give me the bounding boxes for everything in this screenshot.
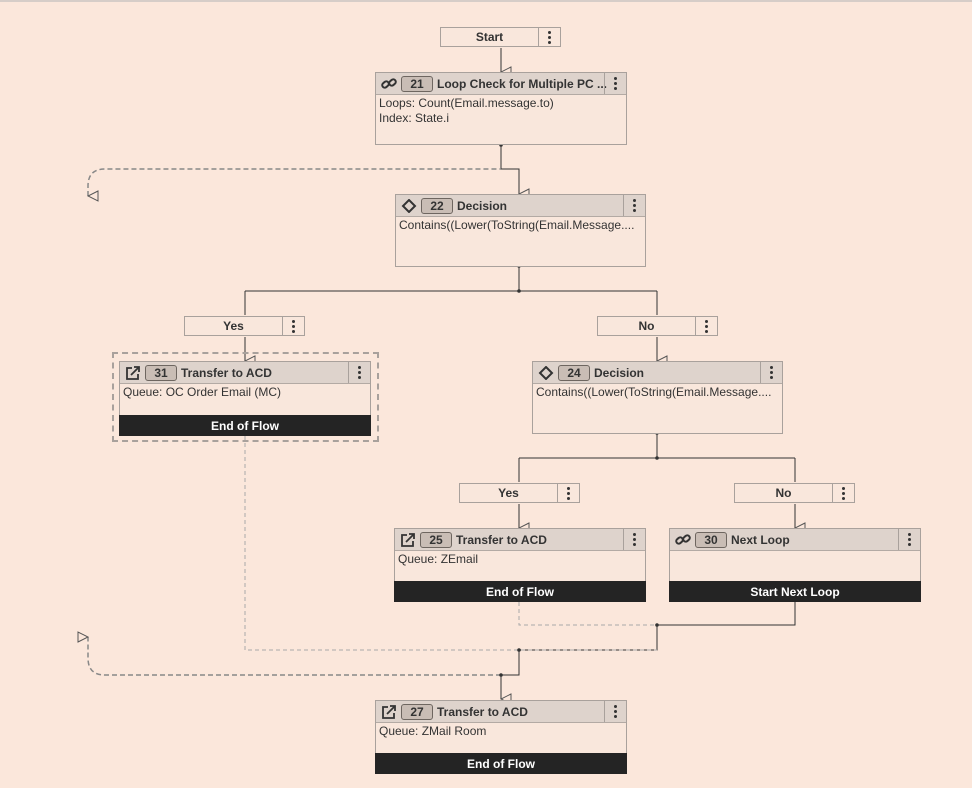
transfer-icon [382, 704, 396, 719]
dashed-edge-31 [244, 436, 657, 651]
transfer-icon [126, 365, 140, 380]
node-menu-icon[interactable] [604, 701, 626, 722]
branch-label: Yes [223, 319, 244, 333]
node-number: 21 [401, 75, 433, 92]
start-menu-icon[interactable] [538, 28, 560, 46]
node-number: 30 [695, 531, 727, 548]
start-label: Start [475, 30, 504, 44]
transfer-icon [401, 532, 415, 547]
branch-label: No [638, 319, 655, 333]
start-node[interactable]: Start [440, 27, 561, 47]
node-title: Loop Check for Multiple PC ... [437, 76, 608, 91]
node-menu-icon[interactable] [623, 529, 645, 550]
node-22-decision[interactable]: 22 Decision Contains((Lower(ToString(Ema… [395, 194, 646, 267]
node-menu-icon[interactable] [623, 195, 645, 216]
node-21-loop[interactable]: 21 Loop Check for Multiple PC ... Loops:… [375, 72, 627, 145]
loop-back-upper [88, 168, 501, 196]
node-footer: End of Flow [119, 415, 371, 436]
node-number: 27 [401, 703, 433, 720]
node-title: Next Loop [731, 532, 790, 547]
node-menu-icon[interactable] [760, 362, 782, 383]
node-detail-line: Contains((Lower(ToString(Email.Message..… [536, 385, 772, 399]
decision-icon [401, 198, 417, 213]
branch-no-24[interactable]: No [734, 483, 855, 503]
top-divider [0, 0, 972, 2]
branch-yes-24[interactable]: Yes [459, 483, 580, 503]
node-number: 25 [420, 531, 452, 548]
branch-yes-22[interactable]: Yes [184, 316, 305, 336]
node-number: 31 [145, 364, 177, 381]
decision-icon [538, 365, 554, 380]
branch-label: Yes [498, 486, 519, 500]
node-number: 24 [558, 364, 590, 381]
node-detail-line: Index: State.i [379, 111, 450, 125]
branch-menu-icon[interactable] [832, 484, 854, 502]
branch-menu-icon[interactable] [282, 317, 304, 335]
node-27-transfer[interactable]: 27 Transfer to ACD Queue: ZMail Room End… [375, 700, 627, 774]
node-menu-icon[interactable] [604, 73, 626, 94]
node-detail-line: Queue: ZEmail [398, 552, 479, 566]
node-title: Transfer to ACD [456, 532, 547, 547]
node-detail-line: Loops: Count(Email.message.to) [379, 96, 554, 110]
node-title: Decision [594, 365, 645, 380]
branch-menu-icon[interactable] [695, 317, 717, 335]
node-title: Decision [457, 198, 508, 213]
node-menu-icon[interactable] [348, 362, 370, 383]
dashed-edge-25 [518, 602, 657, 626]
node-25-transfer[interactable]: 25 Transfer to ACD Queue: ZEmail End of … [394, 528, 646, 602]
branch-menu-icon[interactable] [557, 484, 579, 502]
node-title: Transfer to ACD [181, 365, 272, 380]
node-30-next-loop[interactable]: 30 Next Loop Start Next Loop [669, 528, 921, 602]
node-detail-line: Queue: OC Order Email (MC) [123, 385, 282, 399]
node-footer: Start Next Loop [669, 581, 921, 602]
loop-icon [675, 533, 691, 545]
loop-back-lower [88, 637, 501, 676]
branch-label: No [775, 486, 792, 500]
node-detail-line: Queue: ZMail Room [379, 724, 487, 738]
selection-outline [112, 352, 379, 442]
edge-21-22 [500, 145, 519, 194]
node-menu-icon[interactable] [898, 529, 920, 550]
node-footer: End of Flow [394, 581, 646, 602]
node-24-decision[interactable]: 24 Decision Contains((Lower(ToString(Ema… [532, 361, 783, 434]
loop-icon [381, 77, 397, 89]
node-31-transfer[interactable]: 31 Transfer to ACD Queue: OC Order Email… [119, 361, 371, 436]
node-title: Transfer to ACD [437, 704, 528, 719]
node-detail-line: Contains((Lower(ToString(Email.Message..… [399, 218, 635, 232]
node-footer: End of Flow [375, 753, 627, 774]
branch-no-22[interactable]: No [597, 316, 718, 336]
node-number: 22 [421, 197, 453, 214]
